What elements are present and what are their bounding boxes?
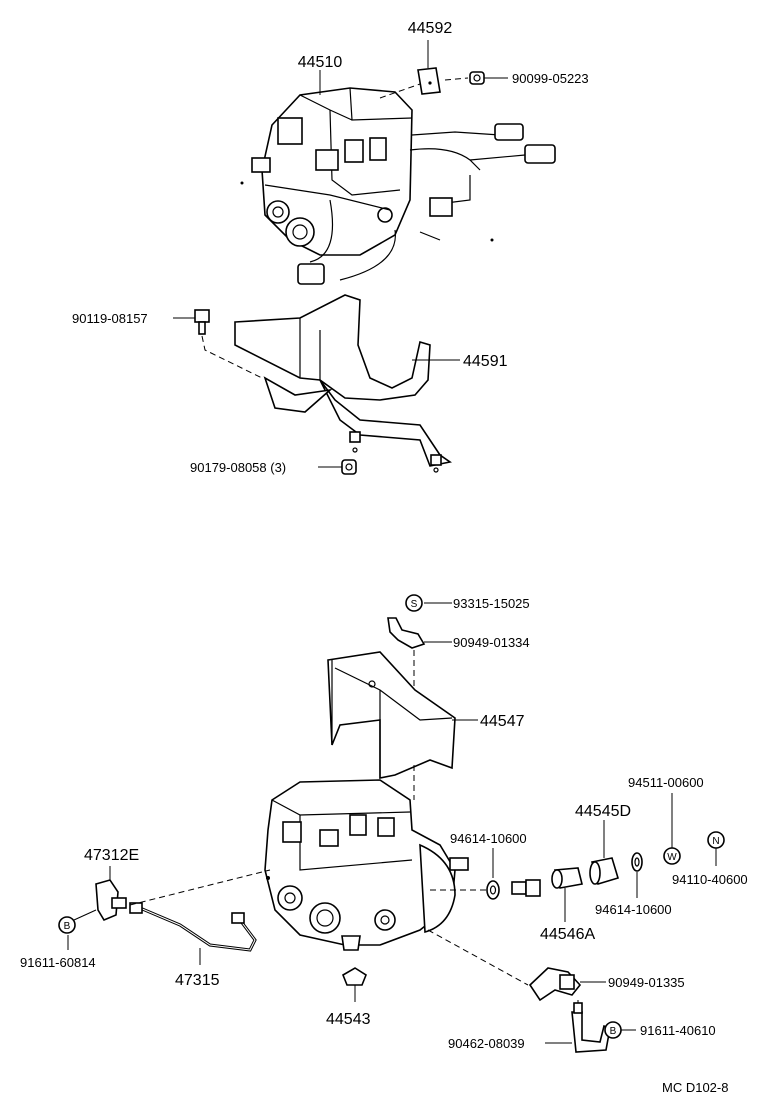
label-94110-40600: 94110-40600 (672, 872, 748, 887)
marker-b-left: B (58, 916, 76, 934)
abs-actuator-upper (240, 87, 556, 285)
washer-94614-b (631, 852, 643, 898)
clip-90949-01334 (387, 617, 452, 649)
label-44510: 44510 (298, 54, 343, 71)
label-90949-01335: 90949-01335 (608, 975, 685, 990)
label-94511-00600: 94511-00600 (628, 775, 704, 790)
svg-text:N: N (712, 836, 719, 847)
label-90179-08058: 90179-08058 (3) (190, 460, 286, 475)
label-90119-08157: 90119-08157 (72, 311, 148, 326)
svg-text:B: B (610, 1026, 617, 1037)
nut-90179 (318, 459, 357, 475)
svg-text:B: B (64, 921, 71, 932)
sleeve-44545d (589, 820, 619, 886)
washer-94614-a (486, 848, 500, 900)
label-47315: 47315 (175, 972, 220, 989)
clip-90949-01335 (528, 967, 606, 1002)
abs-actuator-lower (264, 779, 469, 951)
label-93315-15025: 93315-15025 (453, 596, 530, 611)
label-44591: 44591 (463, 353, 508, 370)
fitting (511, 879, 541, 897)
label-94614-10600-b: 94614-10600 (595, 902, 672, 917)
nut-90099 (469, 71, 508, 85)
label-44592: 44592 (408, 20, 453, 37)
bolt-90119 (173, 309, 210, 335)
label-90949-01334: 90949-01334 (453, 635, 530, 650)
label-91611-60814: 91611-60814 (20, 955, 96, 970)
cover-44547 (327, 651, 478, 779)
label-90099-05223: 90099-05223 (512, 71, 589, 86)
svg-text:W: W (667, 852, 677, 863)
plug-44543 (342, 967, 367, 1002)
footer-code: MC D102-8 (662, 1080, 728, 1095)
bracket-44591 (234, 294, 452, 473)
label-44547: 44547 (480, 713, 525, 730)
clamp-90462 (545, 1002, 611, 1053)
bracket-47312e (95, 866, 127, 922)
marker-b-right: B (604, 1021, 622, 1039)
marker-s: S (405, 594, 423, 612)
sleeve-44546a (551, 867, 583, 922)
label-90462-08039: 90462-08039 (448, 1036, 525, 1051)
marker-w: W (663, 847, 681, 865)
label-44543: 44543 (326, 1011, 371, 1028)
label-44546a: 44546A (540, 926, 595, 943)
label-91611-40610: 91611-40610 (640, 1023, 716, 1038)
label-94614-10600-a: 94614-10600 (450, 831, 527, 846)
marker-n: N (707, 831, 725, 849)
clip-44592 (417, 40, 441, 95)
svg-text:S: S (411, 599, 418, 610)
pipe-47315 (129, 902, 257, 965)
label-47312e: 47312E (84, 847, 139, 864)
label-44545d: 44545D (575, 803, 631, 820)
